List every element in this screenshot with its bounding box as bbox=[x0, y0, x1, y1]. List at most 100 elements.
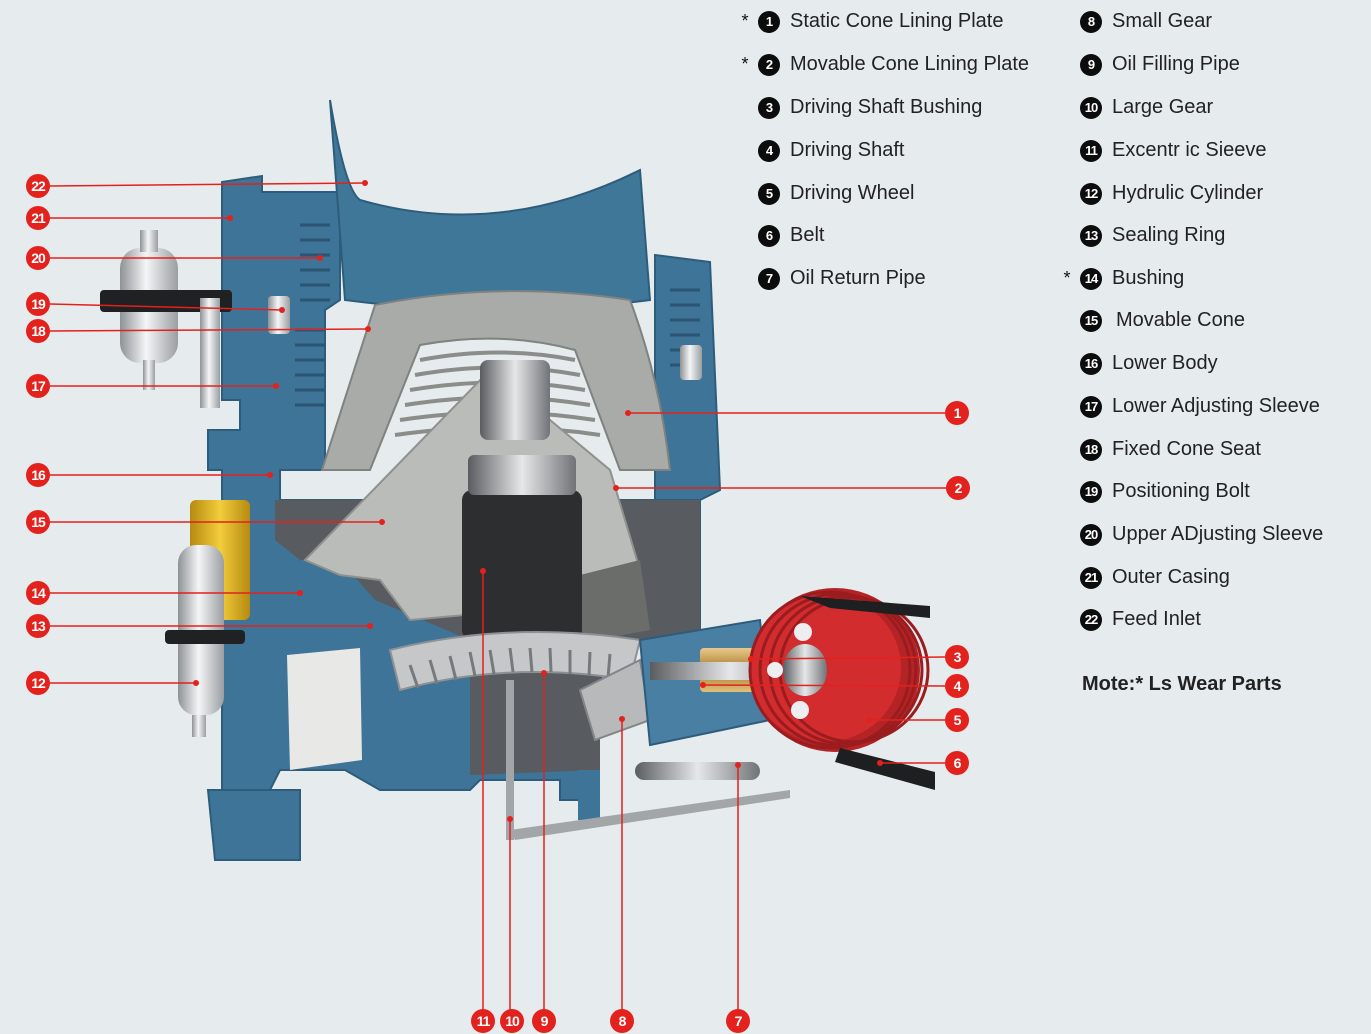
legend-number-badge: 6 bbox=[758, 224, 780, 247]
legend-label: Belt bbox=[790, 224, 825, 246]
legend-item-10: 10 Large Gear bbox=[1080, 96, 1213, 119]
oil-filling-pipe bbox=[510, 790, 790, 840]
legend-number-badge: 22 bbox=[1080, 608, 1102, 631]
legend-label: Outer Casing bbox=[1112, 566, 1230, 588]
legend-number-badge: 7 bbox=[758, 267, 780, 290]
callout-12: 12 bbox=[26, 671, 50, 695]
legend-label: Bushing bbox=[1112, 267, 1185, 289]
legend-item-5: 5 Driving Wheel bbox=[758, 182, 914, 205]
legend-item-8: 8 Small Gear bbox=[1080, 10, 1212, 33]
callout-11: 11 bbox=[471, 1009, 495, 1033]
legend-item-3: 3 Driving Shaft Bushing bbox=[758, 96, 982, 119]
legend-label: Movable Cone bbox=[1116, 309, 1245, 331]
callout-9: 9 bbox=[532, 1009, 556, 1033]
driving-wheel bbox=[748, 588, 930, 752]
wear-star: * bbox=[741, 54, 749, 74]
legend-label: Fixed Cone Seat bbox=[1112, 438, 1261, 460]
leader-lines bbox=[49, 182, 946, 1010]
positioning-bolt bbox=[268, 296, 290, 334]
legend-item-13: 13 Sealing Ring bbox=[1080, 224, 1225, 247]
legend-item-22: 22 Feed Inlet bbox=[1080, 608, 1201, 631]
legend-number-badge: 14 bbox=[1080, 267, 1102, 290]
legend-number-badge: 20 bbox=[1080, 523, 1102, 546]
callout-21: 21 bbox=[26, 206, 50, 230]
callout-7: 7 bbox=[726, 1009, 750, 1033]
legend-label: Hydrulic Cylinder bbox=[1112, 182, 1264, 204]
legend-number-badge: 12 bbox=[1080, 182, 1102, 205]
legend-number-badge: 5 bbox=[758, 182, 780, 205]
legend-label: Driving Wheel bbox=[790, 182, 915, 204]
legend-label: Sealing Ring bbox=[1112, 224, 1226, 246]
legend-number-badge: 8 bbox=[1080, 10, 1102, 33]
legend-label: Positioning Bolt bbox=[1112, 480, 1250, 502]
legend-number-badge: 3 bbox=[758, 96, 780, 119]
callout-18: 18 bbox=[26, 319, 50, 343]
callout-6: 6 bbox=[945, 751, 969, 775]
wear-star: * bbox=[1063, 268, 1071, 288]
legend-item-9: 9 Oil Filling Pipe bbox=[1080, 53, 1240, 76]
legend-number-badge: 18 bbox=[1080, 438, 1102, 461]
legend-number-badge: 10 bbox=[1080, 96, 1102, 119]
oil-return-pipe bbox=[635, 762, 760, 780]
legend-number-badge: 17 bbox=[1080, 395, 1102, 418]
legend-item-14: * 14 Bushing bbox=[1060, 267, 1184, 290]
callout-20: 20 bbox=[26, 246, 50, 270]
legend-label: Excentr ic Sieeve bbox=[1112, 139, 1267, 161]
callout-10: 10 bbox=[500, 1009, 524, 1033]
callout-16: 16 bbox=[26, 463, 50, 487]
static-cone-lining bbox=[320, 290, 672, 471]
wear-parts-note: Mote:* Ls Wear Parts bbox=[1082, 673, 1282, 695]
legend-item-2: * 2 Movable Cone Lining Plate bbox=[738, 53, 1029, 76]
legend-number-badge: 15 bbox=[1080, 309, 1102, 332]
legend-number-badge: 13 bbox=[1080, 224, 1102, 247]
legend-item-12: 12 Hydrulic Cylinder bbox=[1080, 182, 1263, 205]
legend-item-6: 6 Belt bbox=[758, 224, 824, 247]
legend-item-4: 4 Driving Shaft bbox=[758, 139, 905, 162]
legend-item-19: 19 Positioning Bolt bbox=[1080, 480, 1250, 503]
callout-15: 15 bbox=[26, 510, 50, 534]
eccentric-sleeve bbox=[462, 490, 582, 640]
legend-label: Movable Cone Lining Plate bbox=[790, 53, 1030, 75]
legend-label: Oil Filling Pipe bbox=[1112, 53, 1240, 75]
legend-number-badge: 2 bbox=[758, 53, 780, 76]
feed-inlet bbox=[329, 99, 652, 311]
callout-2: 2 bbox=[946, 476, 970, 500]
callout-3: 3 bbox=[945, 645, 969, 669]
callout-19: 19 bbox=[26, 292, 50, 316]
legend-item-11: 11 Excentr ic Sieeve bbox=[1080, 139, 1267, 162]
legend-item-1: * 1 Static Cone Lining Plate bbox=[738, 10, 1003, 33]
callout-8: 8 bbox=[610, 1009, 634, 1033]
legend-label: Lower Body bbox=[1112, 352, 1218, 374]
legend-label: Upper ADjusting Sleeve bbox=[1112, 523, 1324, 545]
legend-number-badge: 19 bbox=[1080, 480, 1102, 503]
callout-22: 22 bbox=[26, 174, 50, 198]
legend-item-15: 15 Movable Cone bbox=[1080, 309, 1245, 332]
legend-number-badge: 9 bbox=[1080, 53, 1102, 76]
legend-number-badge: 4 bbox=[758, 139, 780, 162]
callout-5: 5 bbox=[945, 708, 969, 732]
legend-number-badge: 16 bbox=[1080, 352, 1102, 375]
callout-1: 1 bbox=[945, 401, 969, 425]
legend-item-7: 7 Oil Return Pipe bbox=[758, 267, 926, 290]
legend-item-16: 16 Lower Body bbox=[1080, 352, 1218, 375]
legend-label: Oil Return Pipe bbox=[790, 267, 926, 289]
callout-17: 17 bbox=[26, 374, 50, 398]
legend-label: Driving Shaft Bushing bbox=[790, 96, 983, 118]
belt bbox=[800, 596, 935, 790]
legend-item-21: 21 Outer Casing bbox=[1080, 566, 1230, 589]
legend-item-17: 17 Lower Adjusting Sleeve bbox=[1080, 395, 1320, 418]
callout-14: 14 bbox=[26, 581, 50, 605]
legend-number-badge: 21 bbox=[1080, 566, 1102, 589]
legend-label: Large Gear bbox=[1112, 96, 1214, 118]
legend-label: Lower Adjusting Sleeve bbox=[1112, 395, 1320, 417]
legend-label: Small Gear bbox=[1112, 10, 1213, 32]
legend-item-20: 20 Upper ADjusting Sleeve bbox=[1080, 523, 1323, 546]
callout-13: 13 bbox=[26, 614, 50, 638]
callout-4: 4 bbox=[945, 674, 969, 698]
legend-label: Feed Inlet bbox=[1112, 608, 1201, 630]
wear-star: * bbox=[741, 11, 749, 31]
legend-label: Driving Shaft bbox=[790, 139, 905, 161]
hydraulic-cylinder bbox=[100, 230, 250, 737]
legend-number-badge: 11 bbox=[1080, 139, 1102, 162]
